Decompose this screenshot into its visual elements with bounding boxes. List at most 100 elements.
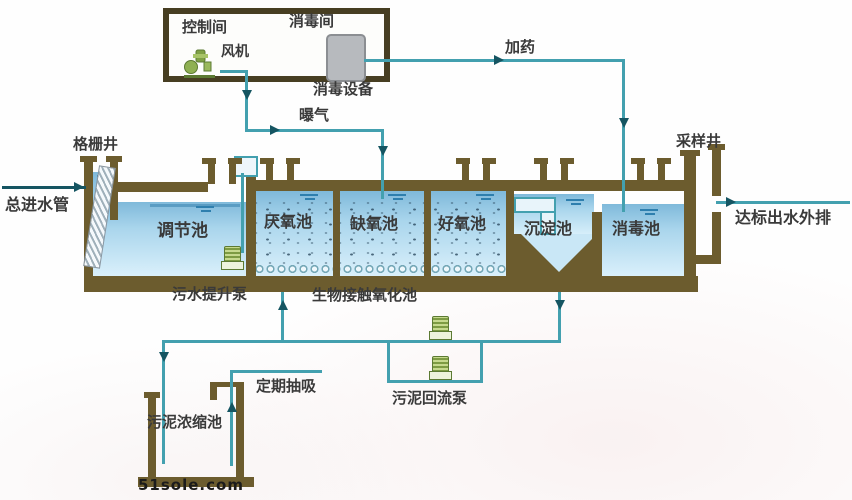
- aeration-pipe-drop1: [245, 70, 248, 131]
- regulating-anaerobic-divider: [246, 168, 256, 276]
- sedimentation-hopper-water: [521, 234, 597, 272]
- regulating-tank-label: 调节池: [157, 221, 208, 241]
- control-room-label: 控制间: [182, 18, 228, 36]
- bio-media-speckles: [254, 196, 508, 264]
- fan-label: 风机: [221, 44, 249, 60]
- thickener-notch-cap: [210, 382, 244, 387]
- aeration-arrow-down2: [378, 146, 388, 156]
- bio-tanks-cover: [254, 180, 694, 191]
- inlet-pipe: [2, 186, 86, 189]
- outlet-label: 达标出水外排: [735, 208, 832, 227]
- vent-post: [202, 158, 216, 184]
- thickener-bottom: [138, 477, 254, 487]
- bio-media-row: [254, 263, 508, 276]
- sampling-well-bottom: [684, 255, 721, 264]
- vent-hatch: [631, 158, 671, 184]
- aeration-arrow-down1: [242, 90, 252, 100]
- outlet-arrow: [726, 197, 736, 207]
- sludge-return-pump-label: 污泥回流泵: [392, 389, 468, 407]
- suction-pipe-vertical: [230, 370, 233, 466]
- anoxic-aerobic-divider: [424, 191, 431, 276]
- anaerobic-tank-label: 厌氧池: [264, 212, 313, 231]
- sludge-arrow-down: [555, 300, 565, 310]
- basin-right-wall: [684, 156, 696, 276]
- thickener-left-lip: [144, 392, 160, 398]
- sludge-return-arrow-up: [278, 300, 288, 310]
- lift-pump-riser: [241, 173, 244, 253]
- periodic-suction-label: 定期抽吸: [256, 377, 317, 395]
- lift-pump-label: 污水提升泵: [172, 285, 248, 303]
- aeration-label: 曝气: [299, 106, 330, 124]
- vent-post: [631, 158, 645, 184]
- vent-post: [286, 158, 300, 184]
- dosing-pipe-drop: [622, 59, 625, 212]
- water-surface-mark: [388, 194, 406, 200]
- watermark: 51sole.com: [138, 476, 244, 494]
- anaerobic-anoxic-divider: [333, 191, 340, 276]
- dosing-label: 加药: [505, 38, 536, 56]
- fan-icon: [184, 49, 215, 78]
- basin-left-wall: [84, 162, 93, 276]
- sampling-well-outer-wall-upper: [712, 150, 721, 196]
- grid-well-right-wall: [110, 162, 118, 220]
- sludge-to-thickener-pipe: [162, 340, 165, 464]
- thickener-notch-post: [210, 384, 217, 400]
- vent-post: [456, 158, 470, 184]
- aeration-pipe-from-fan: [220, 70, 247, 73]
- inlet-label: 总进水管: [5, 195, 70, 214]
- sludge-pipe-from-sedimentation: [558, 292, 561, 342]
- pump-loop-left: [387, 341, 390, 382]
- vent-post: [534, 158, 548, 184]
- water-surface-mark: [566, 199, 584, 205]
- bio-contact-tank-label: 生物接触氧化池: [312, 286, 418, 304]
- basin-bottom-slab: [84, 276, 698, 292]
- aerobic-tank-label: 好氧池: [438, 214, 487, 233]
- sampling-well-label: 采样井: [676, 132, 722, 150]
- grid-well-label: 格栅井: [73, 135, 119, 153]
- aerobic-sedimentation-divider: [506, 191, 514, 241]
- vent-hatch: [202, 158, 242, 184]
- lift-pump-icon: [221, 246, 244, 270]
- sludge-return-pump-icon: [429, 316, 452, 340]
- water-surface-mark: [196, 206, 214, 212]
- water-surface-mark: [300, 194, 318, 200]
- outlet-pipe: [716, 201, 850, 204]
- regulating-tank-cover: [117, 182, 208, 192]
- sludge-to-thickener-arrow: [159, 352, 169, 362]
- disinfection-equipment-label: 消毒设备: [313, 80, 374, 98]
- disinfection-tank-water: [602, 204, 684, 276]
- grid-well-lip-right: [106, 156, 122, 162]
- sludge-thickening-tank-label: 污泥浓缩池: [147, 413, 223, 431]
- sedimentation-inlet-duct-horizontal: [514, 197, 556, 213]
- disinfection-tank-label: 消毒池: [612, 219, 661, 238]
- thickener-left-wall: [148, 397, 156, 485]
- grid-well-lip-left: [80, 156, 97, 162]
- vent-hatch: [534, 158, 574, 184]
- sludge-return-riser: [281, 292, 284, 342]
- vent-post: [482, 158, 496, 184]
- disinfection-equipment: [326, 34, 366, 82]
- aeration-pipe-horizontal: [245, 129, 384, 132]
- inlet-arrow: [74, 182, 84, 192]
- dosing-arrow-right: [494, 55, 504, 65]
- water-surface-streak: [150, 204, 240, 207]
- water-surface-mark: [476, 194, 494, 200]
- sedimentation-disinfection-divider: [592, 212, 602, 276]
- dosing-arrow-down: [619, 118, 629, 128]
- vent-post: [260, 158, 274, 184]
- vent-post: [560, 158, 574, 184]
- thickener-right-wall: [236, 382, 244, 485]
- vent-hatch: [456, 158, 496, 184]
- suction-arrow-up: [227, 402, 237, 412]
- sampling-well-outer-lip: [708, 144, 725, 150]
- aeration-pipe-drop2: [381, 129, 384, 199]
- anoxic-tank-label: 缺氧池: [350, 214, 399, 233]
- vent-hatch: [260, 158, 300, 184]
- basin-right-wall-lip: [680, 150, 700, 156]
- suction-pipe-horizontal: [230, 370, 322, 373]
- pump-loop-right: [480, 341, 483, 382]
- sedimentation-tank-label: 沉淀池: [524, 219, 573, 238]
- pump-loop-bottom: [387, 380, 483, 383]
- sampling-well-outer-wall-lower: [712, 212, 721, 262]
